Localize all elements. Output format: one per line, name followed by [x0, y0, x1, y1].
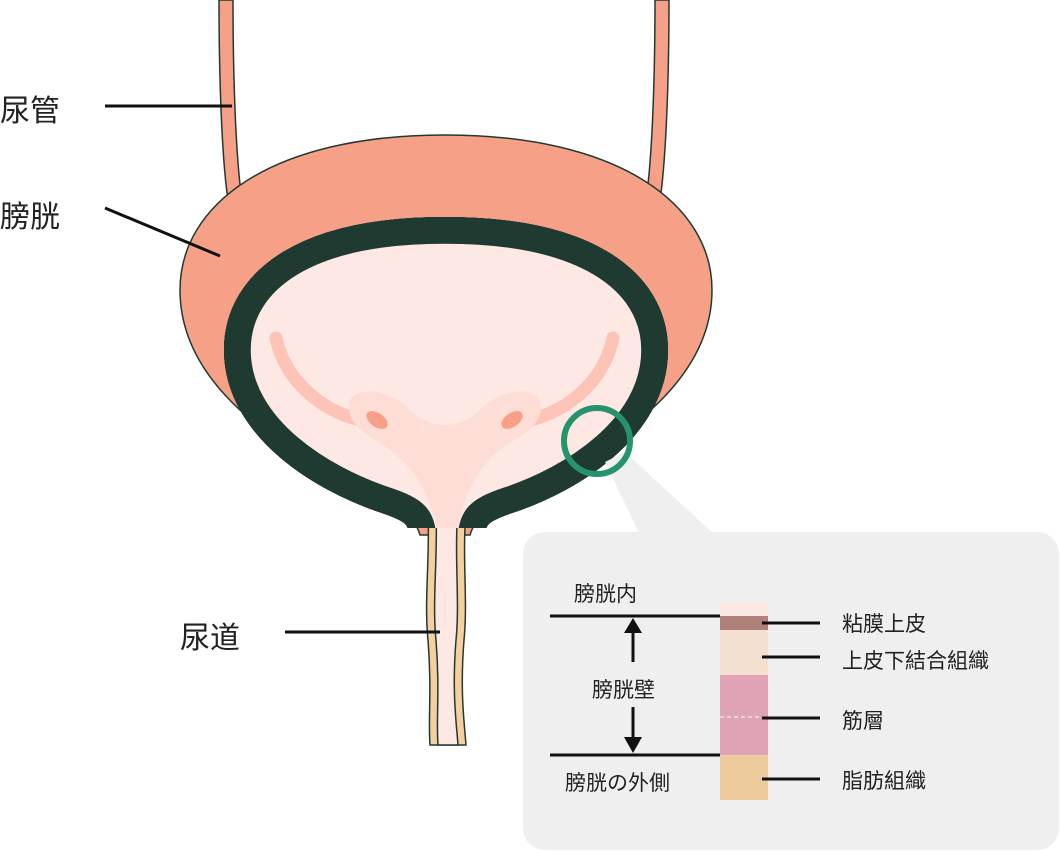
label-fat: 脂肪組織 [842, 769, 926, 793]
right-ureter-orifice [501, 411, 523, 429]
label-urethra: 尿道 [180, 621, 240, 656]
right-ureter [645, 0, 670, 201]
label-outside: 膀胱の外側 [565, 771, 670, 795]
highlight-circle [561, 405, 633, 477]
label-inside: 膀胱内 [574, 582, 637, 606]
trigone [349, 391, 541, 528]
left-ureter-orifice [366, 411, 388, 429]
left-ureter [218, 0, 243, 201]
layer-lumen [720, 602, 768, 616]
label-muscle: 筋層 [842, 709, 884, 733]
label-bladder: 膀胱 [0, 200, 60, 235]
label-wall: 膀胱壁 [592, 678, 655, 702]
right-ridge [523, 331, 620, 427]
label-epithelium: 粘膜上皮 [842, 612, 926, 636]
label-submucosa: 上皮下結合組織 [842, 649, 989, 673]
label-ureter: 尿管 [0, 94, 60, 129]
callout-pointer [605, 452, 715, 535]
bladder-leader [104, 206, 221, 258]
wall-arrow-icon [624, 618, 642, 753]
left-ridge [269, 331, 367, 427]
layer-muscle [720, 675, 768, 755]
layer-epithelium [720, 616, 768, 630]
urethra-lumen [433, 504, 459, 746]
layer-submucosa [720, 630, 768, 675]
layer-fat [720, 755, 768, 800]
bladder-wall-layers [224, 217, 668, 528]
callout-box [523, 532, 1059, 850]
